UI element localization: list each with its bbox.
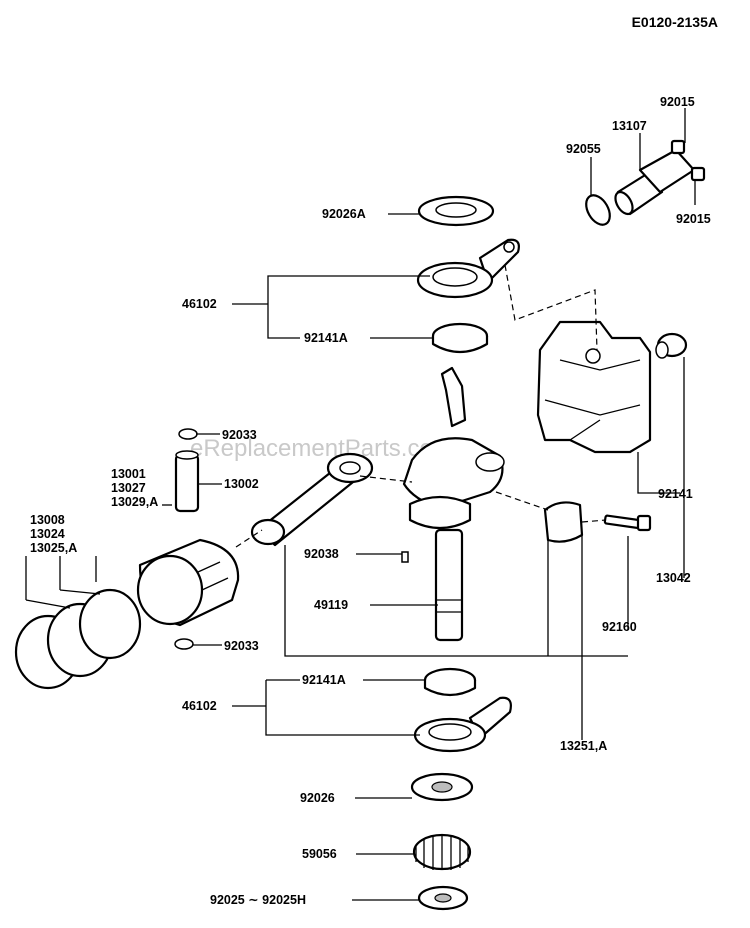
- connecting-rod-left: [250, 452, 374, 547]
- label-92141: 92141: [658, 487, 693, 501]
- shim-washer: [417, 885, 469, 911]
- bearing-bottom: [423, 667, 477, 697]
- label-13042: 13042: [656, 571, 691, 585]
- label-92015-bottom: 92015: [676, 212, 711, 226]
- connecting-rod-top: [416, 238, 520, 299]
- watermark: eReplacementParts.com: [190, 435, 453, 462]
- label-13002: 13002: [224, 477, 259, 491]
- circlip-bottom: [174, 638, 194, 650]
- label-13025a: 13025,A: [30, 541, 77, 555]
- crank-gear: [412, 833, 472, 871]
- label-13024: 13024: [30, 527, 65, 541]
- label-92033-top: 92033: [222, 428, 257, 442]
- rod-cap: [543, 501, 584, 543]
- label-59056: 59056: [302, 847, 337, 861]
- label-49119: 49119: [314, 598, 348, 612]
- label-13107: 13107: [612, 119, 647, 133]
- label-13029a: 13029,A: [111, 495, 158, 509]
- key-part: [401, 551, 409, 563]
- crankcase-block: [536, 320, 652, 454]
- crankshaft: [402, 366, 505, 642]
- label-13251a: 13251,A: [560, 739, 607, 753]
- label-92141a-bottom: 92141A: [302, 673, 346, 687]
- piston: [136, 538, 240, 627]
- piston-pin: [174, 450, 200, 513]
- alignment-lines: [235, 264, 607, 548]
- label-92038: 92038: [304, 547, 339, 561]
- label-92015-top: 92015: [660, 95, 695, 109]
- reference-code: E0120-2135A: [632, 14, 718, 30]
- label-92026a: 92026A: [322, 207, 366, 221]
- circlip-top: [178, 428, 198, 440]
- thrust-washer-top: [417, 195, 495, 227]
- label-92025-range: 92025 ∼ 92025H: [210, 893, 306, 907]
- piston-rings: [14, 588, 142, 690]
- label-46102-bottom: 46102: [182, 699, 217, 713]
- label-46102-top: 46102: [182, 297, 217, 311]
- bearing-top: [431, 322, 489, 354]
- label-13001: 13001: [111, 467, 146, 481]
- governor-shaft-part: [585, 139, 706, 226]
- bushing-part: [655, 332, 688, 359]
- leader-lines: [25, 108, 696, 901]
- rod-bolt: [603, 514, 652, 532]
- label-92033-bottom: 92033: [224, 639, 259, 653]
- connecting-rod-bottom: [413, 696, 512, 753]
- label-92026: 92026: [300, 791, 335, 805]
- label-92160: 92160: [602, 620, 637, 634]
- thrust-washer-bottom: [410, 772, 474, 802]
- label-13027: 13027: [111, 481, 146, 495]
- label-13008: 13008: [30, 513, 65, 527]
- label-92055: 92055: [566, 142, 601, 156]
- label-92141a-top: 92141A: [304, 331, 348, 345]
